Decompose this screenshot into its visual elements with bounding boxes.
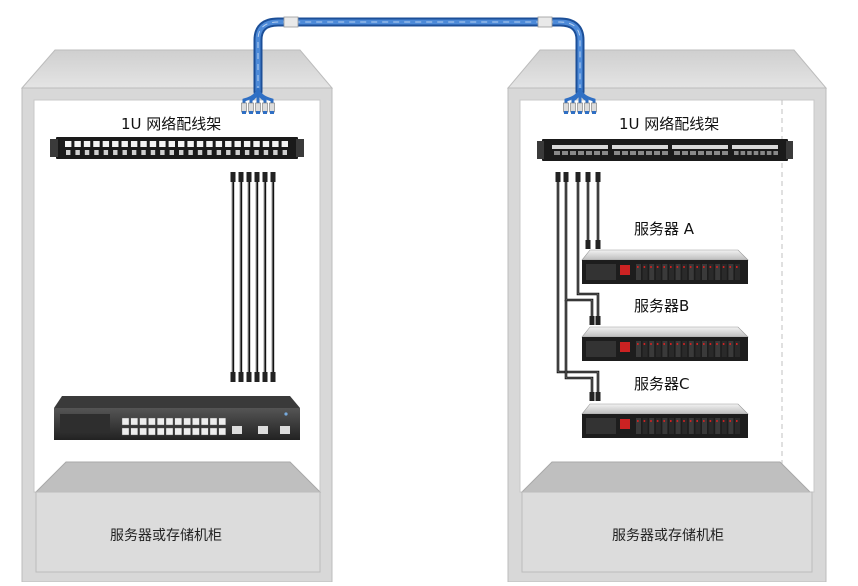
left-patch-panel-label: 1U 网络配线架 <box>121 115 222 133</box>
cable-connector-icon <box>255 102 261 113</box>
cable-connector-icon <box>230 372 236 382</box>
left-patch-panel <box>50 137 304 159</box>
server-b-label: 服务器B <box>634 297 690 315</box>
cable-connector-icon <box>563 172 569 182</box>
cable-connector-icon <box>270 172 276 182</box>
cable-connector-icon <box>595 316 601 325</box>
cable-connector-icon <box>262 172 268 182</box>
cable-connector-icon <box>577 102 583 113</box>
cable-connector-icon <box>595 240 601 249</box>
server-icon <box>581 403 749 438</box>
network-switch-icon <box>54 396 300 440</box>
right-fanout-connectors <box>563 87 597 114</box>
left-fanout-connectors <box>241 87 275 114</box>
right-cabinet-label: 服务器或存储机柜 <box>612 528 724 544</box>
cable-connector-icon <box>570 102 576 113</box>
cable-connector-icon <box>595 172 601 182</box>
cable-connector-icon <box>262 102 268 113</box>
server-stack <box>581 249 749 438</box>
cable-connector-icon <box>591 102 597 113</box>
cable-connector-icon <box>230 172 236 182</box>
left-cabinet-label: 服务器或存储机柜 <box>110 528 222 544</box>
trunk-cable <box>253 16 585 97</box>
cable-connector-icon <box>575 172 581 182</box>
cable-connector-icon <box>241 102 247 113</box>
cable-connector-icon <box>238 372 244 382</box>
cable-connector-icon <box>238 172 244 182</box>
server-icon <box>581 326 749 361</box>
right-patch-cables <box>555 172 601 401</box>
right-patch-panel <box>537 139 793 161</box>
cable-connector-icon <box>589 392 595 401</box>
cable-connector-icon <box>254 172 260 182</box>
right-patch-panel-label: 1U 网络配线架 <box>619 115 720 133</box>
cable-connector-icon <box>246 372 252 382</box>
cable-connector-icon <box>563 102 569 113</box>
cable-connector-icon <box>595 392 601 401</box>
cable-connector-icon <box>585 172 591 182</box>
server-icon <box>581 249 749 284</box>
server-a-label: 服务器 A <box>634 220 695 238</box>
cable-connector-icon <box>555 172 561 182</box>
cable-connector-icon <box>269 102 275 113</box>
cable-connector-icon <box>585 240 591 249</box>
cable-connector-icon <box>262 372 268 382</box>
cable-connector-icon <box>584 102 590 113</box>
cable-connector-icon <box>248 102 254 113</box>
cable-connector-icon <box>270 372 276 382</box>
cable-connector-icon <box>246 172 252 182</box>
server-c-label: 服务器C <box>634 375 690 393</box>
cable-connector-icon <box>254 372 260 382</box>
left-patch-cables <box>230 172 276 382</box>
right-cabinet <box>506 49 828 583</box>
cable-connector-icon <box>589 316 595 325</box>
